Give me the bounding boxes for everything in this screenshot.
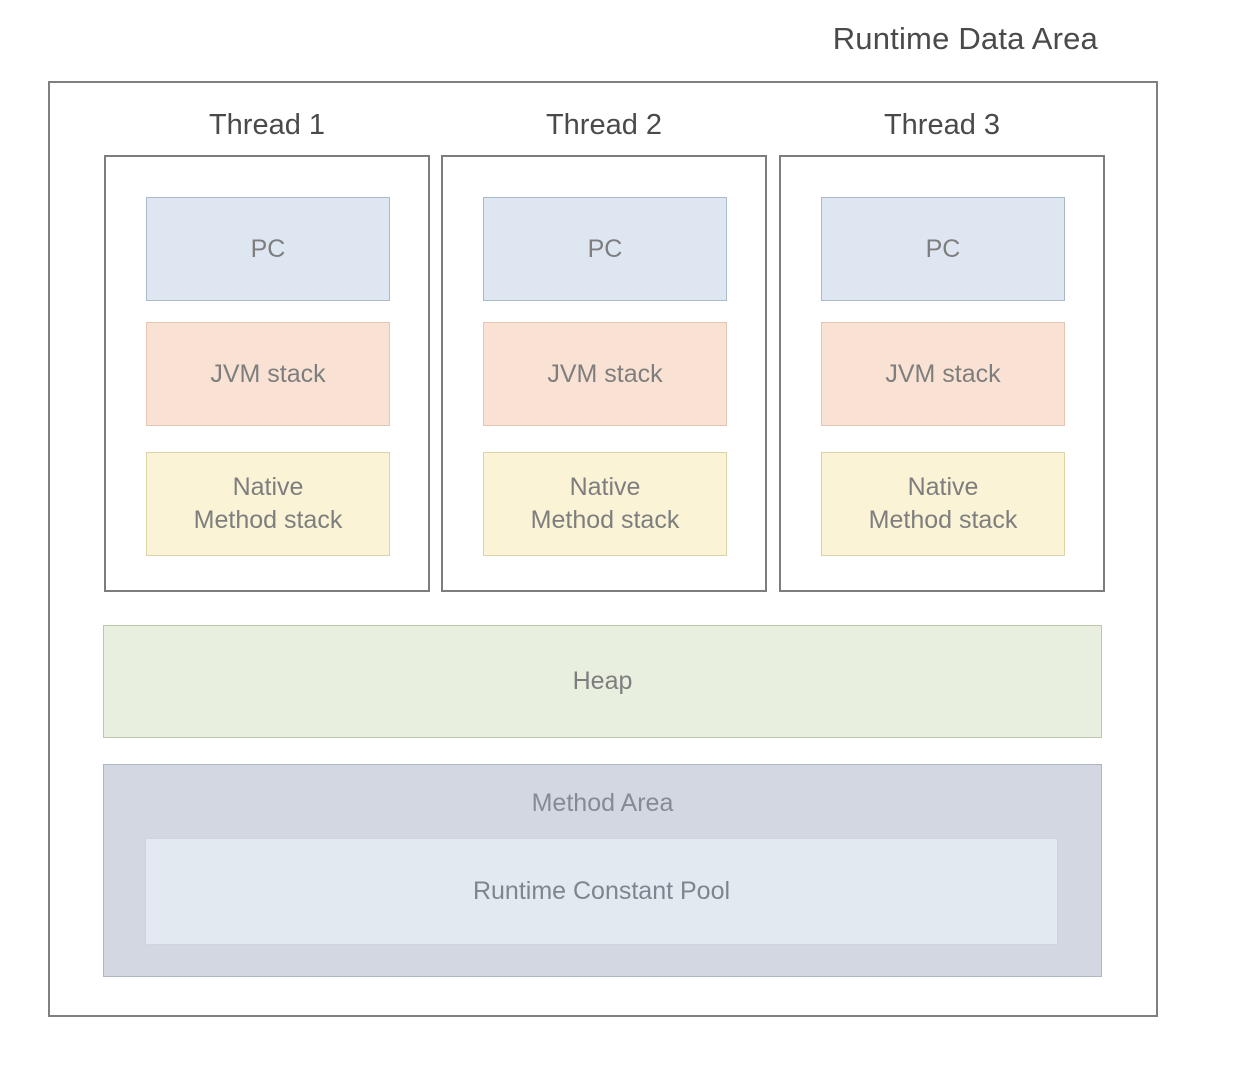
native-stack-line-1: Native — [232, 473, 304, 501]
thread-box-2: PC JVM stack Native Method stack — [441, 155, 767, 592]
thread-box-3: PC JVM stack Native Method stack — [779, 155, 1105, 592]
pc-register-box-1: PC — [146, 197, 390, 301]
native-stack-line-1: Native — [907, 473, 979, 501]
thread-label-2: Thread 2 — [545, 109, 663, 141]
native-method-stack-text-1: Native Method stack — [194, 471, 343, 537]
native-method-stack-text-2: Native Method stack — [531, 471, 680, 537]
thread-label-1: Thread 1 — [208, 109, 326, 141]
pc-register-box-3: PC — [821, 197, 1065, 301]
thread-label-3: Thread 3 — [883, 109, 1001, 141]
native-method-stack-box-2: Native Method stack — [483, 452, 727, 556]
method-area-box: Method Area Runtime Constant Pool — [103, 764, 1102, 977]
jvm-stack-box-2: JVM stack — [483, 322, 727, 426]
native-stack-line-2: Method stack — [530, 506, 680, 534]
method-area-label: Method Area — [531, 789, 674, 817]
native-stack-line-1: Native — [569, 473, 641, 501]
pc-register-box-2: PC — [483, 197, 727, 301]
jvm-stack-box-1: JVM stack — [146, 322, 390, 426]
runtime-constant-pool-box: Runtime Constant Pool — [145, 838, 1058, 945]
page-title: Runtime Data Area — [832, 21, 1098, 56]
native-stack-line-2: Method stack — [193, 506, 343, 534]
thread-box-1: PC JVM stack Native Method stack — [104, 155, 430, 592]
heap-box: Heap — [103, 625, 1102, 738]
native-method-stack-text-3: Native Method stack — [869, 471, 1018, 537]
native-method-stack-box-1: Native Method stack — [146, 452, 390, 556]
native-stack-line-2: Method stack — [868, 506, 1018, 534]
native-method-stack-box-3: Native Method stack — [821, 452, 1065, 556]
jvm-stack-box-3: JVM stack — [821, 322, 1065, 426]
